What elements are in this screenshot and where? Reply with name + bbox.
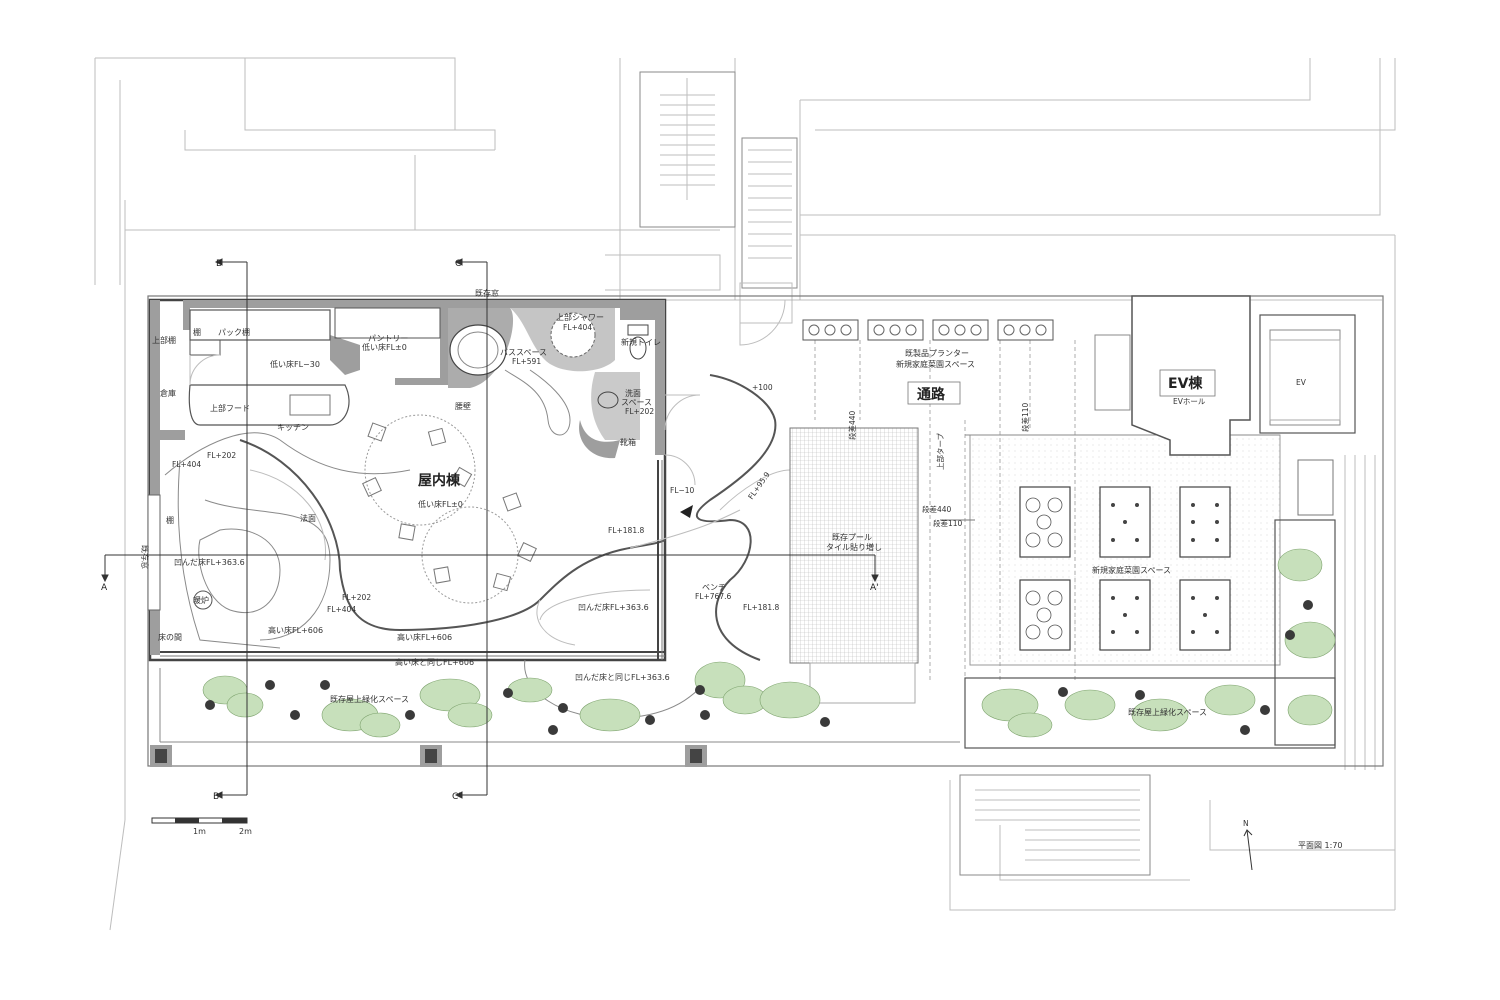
section-b-top: B: [216, 259, 222, 269]
label-dansa440-h: 段差440: [922, 504, 952, 514]
label-tokonoma: 床の間: [158, 632, 182, 642]
label-takai-onaji: 高い床と同じFL+606: [395, 657, 474, 667]
label-senmen: 洗面: [625, 388, 641, 398]
section-c-top: C: [455, 259, 461, 269]
label-uebu-tarp: 上部タープ: [935, 432, 945, 470]
label-fl202-b: FL+202: [342, 593, 371, 602]
label-danro: 暖炉: [193, 595, 209, 605]
north-arrow-icon: [1243, 829, 1253, 871]
scale-1m: 1m: [193, 827, 206, 836]
label-fl-m10: FL−10: [670, 486, 695, 495]
label-bath-fl: FL+591: [512, 357, 541, 366]
scale-bar: [151, 817, 248, 824]
label-tsuro: 通路: [917, 386, 946, 403]
labels: 既存窓 既存窓 上部棚 棚 パック棚 パントリー 低い床FL±0 バススペース …: [101, 259, 1343, 850]
label-uebu-shower: 上部シャワー: [556, 312, 604, 322]
label-kizon-mado-top: 既存窓: [475, 288, 499, 298]
label-hikui-yuka-m30: 低い床FL−30: [270, 359, 320, 369]
label-tile: タイル貼り増し: [826, 542, 882, 552]
label-plus100: +100: [752, 383, 773, 392]
label-ev-hall: EVホール: [1173, 397, 1206, 406]
label-soko: 倉庫: [160, 388, 176, 398]
section-a-right: A': [870, 583, 879, 593]
label-fl404-b: FL+404: [327, 605, 356, 614]
label-takai-yuka-left: 高い床FL+606: [268, 625, 323, 635]
label-shinki-saien: 新規家庭菜園スペース: [1092, 565, 1171, 575]
section-a-left: A: [101, 583, 108, 593]
label-fl404-left: FL+404: [172, 460, 201, 469]
label-kizon-okujou-right: 既存屋上緑化スペース: [1128, 707, 1207, 717]
section-lines: [101, 258, 879, 799]
label-tana1: 棚: [193, 327, 201, 337]
context-lines: [94, 57, 1396, 931]
plant-accents: [205, 600, 1313, 735]
existing-pool: [789, 427, 919, 704]
label-senmen2: スペース: [621, 398, 652, 407]
label-kitchen: キッチン: [277, 423, 309, 432]
label-kizon-planter: 既製品プランター: [905, 348, 969, 358]
tsuro-box: [907, 381, 961, 405]
label-ev-tou: EV棟: [1168, 375, 1203, 392]
label-ev: EV: [1296, 378, 1307, 387]
scale-2m: 2m: [239, 827, 252, 836]
plants: [202, 548, 1336, 738]
label-koshikabe: 腰壁: [455, 401, 471, 411]
label-uebu-hood: 上部フード: [210, 403, 250, 413]
label-kizon-mado-left: 既存窓: [140, 545, 150, 569]
label-fl1818-a: FL+181.8: [608, 526, 644, 535]
label-bench: ベンチ: [702, 583, 726, 592]
label-shinki-saien-top: 新規家庭菜園スペース: [896, 359, 975, 369]
label-dansa110-h: 段差110: [933, 518, 963, 528]
rooftop-green-right: [964, 519, 1336, 749]
label-okunaitou: 屋内棟: [418, 472, 461, 489]
label-bath-space: バススペース: [500, 348, 547, 357]
label-shinki-toilet: 新規トイレ: [621, 337, 661, 347]
label-houmen: 法面: [300, 513, 316, 523]
label-kubonda-mid: 凹んだ床FL+363.6: [578, 602, 649, 612]
section-c-bottom: C': [452, 792, 461, 802]
indoor-building: [147, 298, 786, 662]
label-takai-yuka-mid: 高い床FL+606: [397, 632, 452, 642]
label-senmen-fl: FL+202: [625, 407, 654, 416]
section-b-bottom: B': [213, 792, 222, 802]
label-pantry-floor: 低い床FL±0: [362, 342, 407, 352]
label-kubonda-onaji: 凹んだ床と同じFL+363.6: [575, 672, 670, 682]
label-bench-fl: FL+767.6: [695, 592, 731, 601]
label-kizon-okujou-left: 既存屋上緑化スペース: [330, 694, 409, 704]
label-pack-dana: パック棚: [218, 327, 250, 337]
label-uebu-dana: 上部棚: [152, 335, 176, 345]
label-kizon-pool: 既存プール: [832, 532, 872, 542]
label-kutsubako: 靴箱: [620, 437, 636, 447]
label-fl202-left: FL+202: [207, 451, 236, 460]
garden-area: [802, 319, 1281, 680]
label-kubonda-left: 凹んだ床FL+363.6: [174, 557, 245, 567]
label-fl1818-b: FL+181.8: [743, 603, 779, 612]
label-shower-fl: FL+404: [563, 323, 592, 332]
ev-box: [1159, 369, 1216, 397]
label-pantry: パントリー: [368, 334, 408, 343]
label-tana2: 棚: [166, 515, 174, 525]
label-dansa440-v: 段差440: [847, 410, 857, 440]
label-dansa110-v: 段差110: [1020, 402, 1030, 432]
north-label: N: [1243, 819, 1249, 828]
drawing-title: 平面図 1:70: [1298, 841, 1343, 850]
label-okunai-floor: 低い床FL±0: [418, 499, 463, 509]
